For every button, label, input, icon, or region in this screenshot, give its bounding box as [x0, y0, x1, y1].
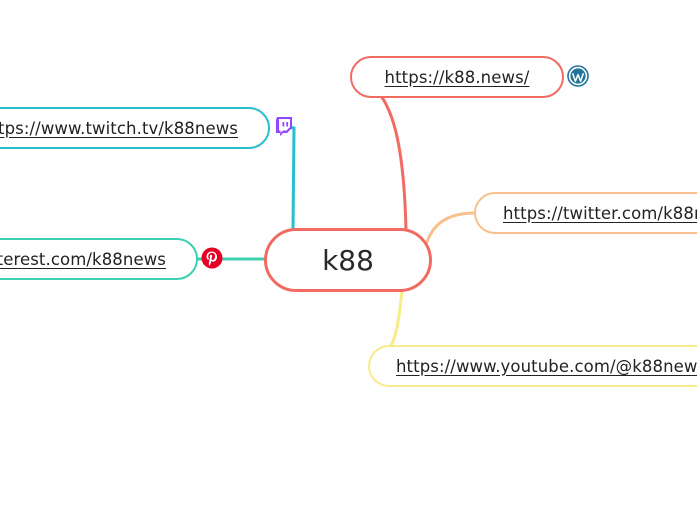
central-topic-label: k88 — [322, 243, 374, 277]
connector-twitch — [280, 124, 296, 232]
connector-twitter — [425, 211, 478, 244]
pinterest-icon[interactable] — [201, 247, 223, 269]
topic-twitch-link[interactable]: https://www.twitch.tv/k88news — [0, 118, 238, 138]
topic-twitch[interactable]: https://www.twitch.tv/k88news — [0, 107, 270, 149]
wordpress-icon[interactable] — [567, 65, 589, 87]
central-topic[interactable]: k88 — [264, 228, 432, 292]
topic-k88news-link[interactable]: https://k88.news/ — [384, 67, 530, 87]
topic-twitter-link[interactable]: https://twitter.com/k88news — [503, 203, 697, 223]
topic-youtube[interactable]: https://www.youtube.com/@k88news — [368, 345, 697, 387]
topic-youtube-link[interactable]: https://www.youtube.com/@k88news — [396, 356, 697, 376]
topic-pinterest-link[interactable]: https://www.pinterest.com/k88news — [0, 249, 166, 269]
twitch-icon[interactable] — [273, 115, 295, 137]
topic-pinterest[interactable]: https://www.pinterest.com/k88news — [0, 238, 198, 280]
topic-k88news[interactable]: https://k88.news/ — [350, 56, 564, 98]
topic-twitter[interactable]: https://twitter.com/k88news — [474, 192, 697, 234]
